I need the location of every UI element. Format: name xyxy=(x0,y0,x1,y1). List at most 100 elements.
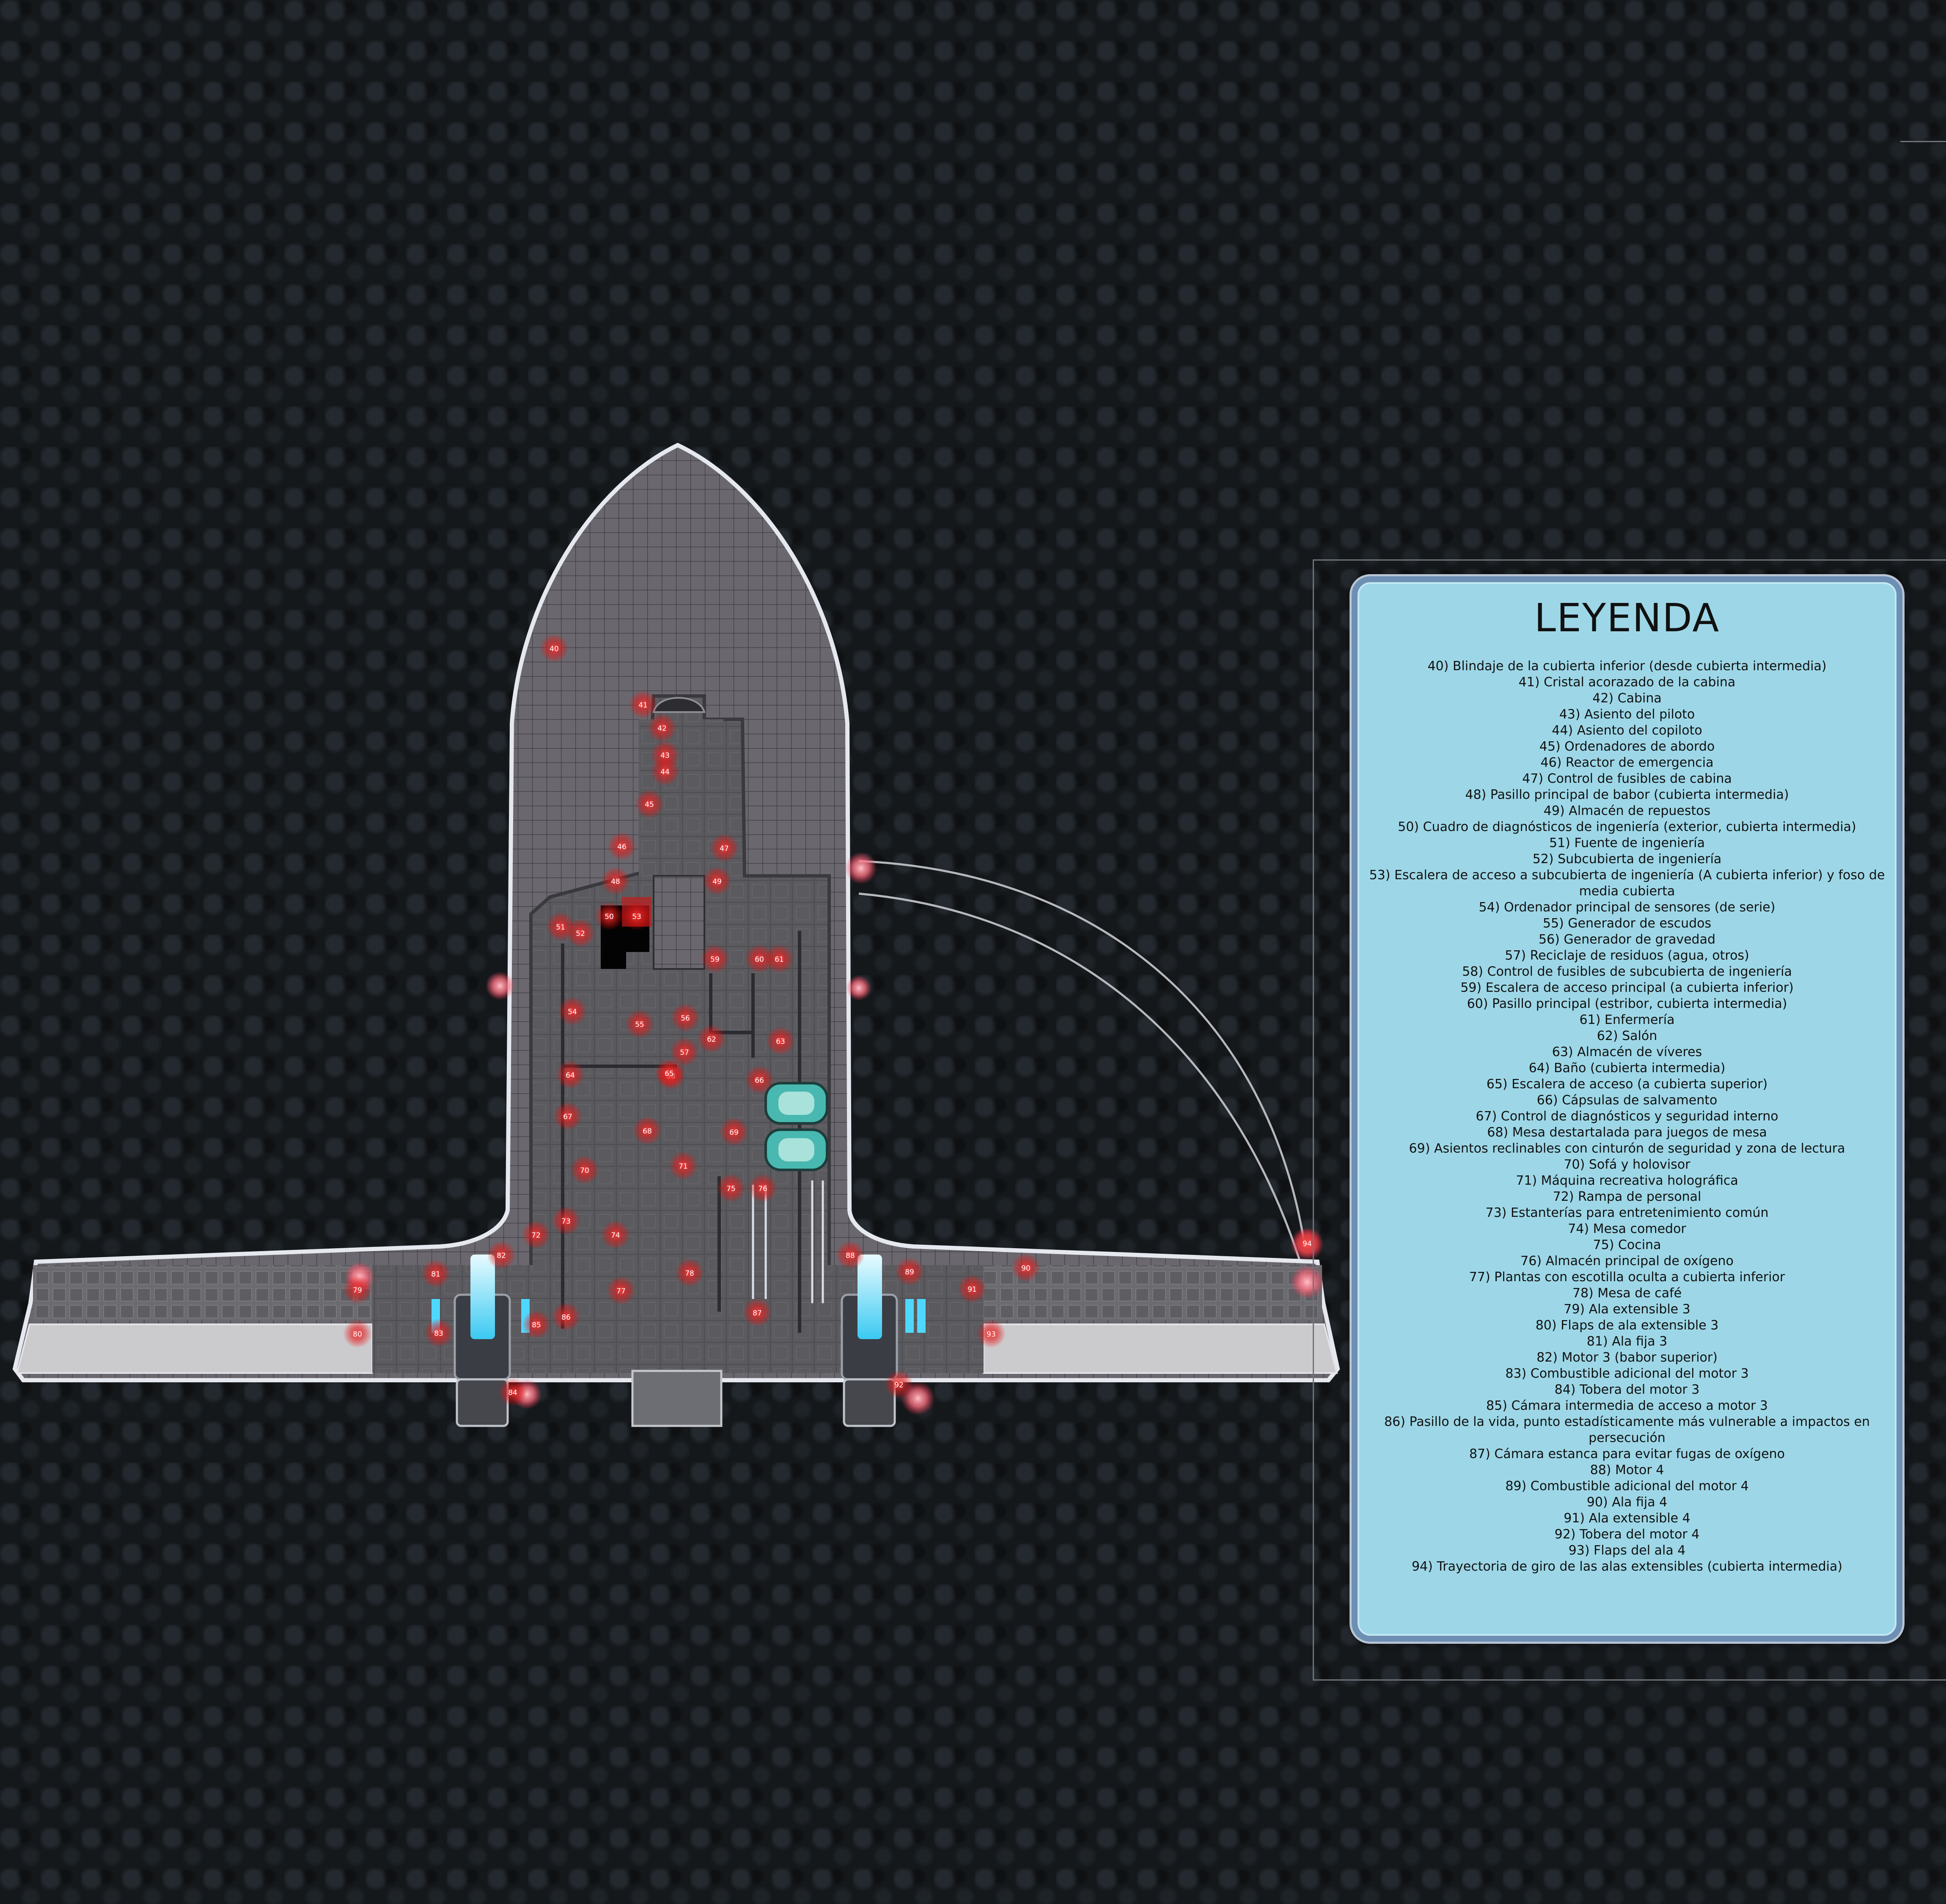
legend-item: 45) Ordenadores de abordo xyxy=(1539,739,1715,754)
marker-75: 75 xyxy=(717,1174,745,1202)
legend-item: 76) Almacén principal de oxígeno xyxy=(1520,1254,1734,1268)
marker-label: 93 xyxy=(987,1330,996,1339)
engine-4 xyxy=(841,1255,926,1427)
legend-item: 72) Rampa de personal xyxy=(1553,1189,1701,1204)
marker-glow xyxy=(629,690,657,719)
marker-44: 44 xyxy=(651,757,679,786)
marker-60: 60 xyxy=(745,944,774,973)
personnel-ramp xyxy=(631,1370,723,1427)
marker-glow xyxy=(958,1274,987,1303)
marker-glow xyxy=(558,997,587,1026)
marker-glow xyxy=(977,1319,1006,1348)
marker-53: 53 xyxy=(622,902,651,930)
oxygen-racks xyxy=(752,1180,824,1303)
legend-item: 40) Blindaje de la cubierta inferior (de… xyxy=(1427,659,1827,674)
marker-glow xyxy=(540,634,569,663)
legend-item: 57) Reciclaje de residuos (agua, otros) xyxy=(1505,948,1749,963)
marker-glow xyxy=(601,1220,630,1249)
marker-glow xyxy=(651,757,679,786)
marker-82: 82 xyxy=(487,1241,516,1269)
marker-glow xyxy=(607,1276,635,1305)
marker-46: 46 xyxy=(607,832,636,861)
marker-label: 90 xyxy=(1021,1264,1031,1273)
marker-70: 70 xyxy=(570,1156,599,1184)
marker-77: 77 xyxy=(607,1276,635,1305)
marker-label: 73 xyxy=(561,1217,571,1226)
marker-glow xyxy=(895,1257,924,1286)
legend-item: 47) Control de fusibles de cabina xyxy=(1522,771,1732,786)
wing-flap-right xyxy=(983,1323,1338,1374)
legend-item: 84) Tobera del motor 3 xyxy=(1554,1382,1700,1397)
marker-glow xyxy=(522,1220,550,1249)
legend-item: 59) Escalera de acceso principal (a cubi… xyxy=(1460,980,1794,995)
marker-glow xyxy=(885,1370,913,1399)
marker-52: 52 xyxy=(566,919,595,947)
marker-glow xyxy=(601,867,630,895)
legend-item: 63) Almacén de víveres xyxy=(1552,1045,1702,1059)
marker-label: 91 xyxy=(968,1285,977,1294)
legend-item: 77) Plantas con escotilla oculta a cubie… xyxy=(1469,1270,1785,1285)
marker-label: 94 xyxy=(1303,1240,1312,1248)
marker-glow xyxy=(697,1024,726,1053)
marker-68: 68 xyxy=(633,1116,662,1145)
marker-glow xyxy=(669,1151,698,1180)
marker-45: 45 xyxy=(635,790,664,818)
legend-item: 93) Flaps del ala 4 xyxy=(1568,1543,1686,1558)
legend-title: LEYENDA xyxy=(1534,595,1720,641)
legend-item: 82) Motor 3 (babor superior) xyxy=(1536,1350,1718,1365)
wing-tiles-left xyxy=(33,1265,380,1320)
marker-55: 55 xyxy=(625,1010,654,1038)
marker-glow xyxy=(701,944,729,973)
legend-item: 46) Reactor de emergencia xyxy=(1540,755,1714,770)
legend-item: 52) Subcubierta de ingeniería xyxy=(1532,852,1722,867)
marker-label: 80 xyxy=(353,1330,362,1339)
marker-49: 49 xyxy=(703,867,731,895)
marker-label: 71 xyxy=(679,1162,688,1171)
legend-item: 71) Máquina recreativa holográfica xyxy=(1516,1173,1738,1188)
marker-glow xyxy=(717,1174,745,1202)
marker-glow xyxy=(552,1302,580,1331)
legend-item: 68) Mesa destartalada para juegos de mes… xyxy=(1487,1125,1767,1140)
marker-label: 87 xyxy=(753,1309,762,1318)
legend-item: 44) Asiento del copiloto xyxy=(1552,723,1702,738)
marker-glow xyxy=(671,1003,700,1032)
marker-91: 91 xyxy=(958,1274,987,1303)
marker-glow xyxy=(635,790,664,818)
marker-label: 50 xyxy=(605,913,614,921)
marker-label: 74 xyxy=(611,1231,620,1240)
escape-pods xyxy=(764,1082,828,1171)
marker-84: 84 xyxy=(498,1378,527,1406)
marker-89: 89 xyxy=(895,1257,924,1286)
marker-label: 61 xyxy=(775,955,784,964)
marker-label: 44 xyxy=(660,768,670,776)
marker-glow xyxy=(487,1241,516,1269)
marker-label: 47 xyxy=(720,845,729,853)
engine-3 xyxy=(432,1255,530,1427)
marker-88: 88 xyxy=(836,1241,865,1269)
wing-rotation-arc-upper xyxy=(858,860,1306,1249)
marker-glow xyxy=(553,1102,582,1131)
legend-item: 86) Pasillo de la vida, punto estadístic… xyxy=(1384,1414,1870,1445)
marker-80: 80 xyxy=(343,1319,372,1348)
legend-item: 56) Generador de gravedad xyxy=(1538,932,1716,947)
marker-label: 45 xyxy=(645,801,654,809)
marker-label: 66 xyxy=(755,1076,764,1085)
legend-item: 80) Flaps de ala extensible 3 xyxy=(1535,1318,1719,1333)
marker-label: 78 xyxy=(685,1269,694,1278)
marker-glow xyxy=(566,919,595,947)
marker-label: 75 xyxy=(726,1185,736,1193)
marker-glow xyxy=(343,1319,372,1348)
marker-62: 62 xyxy=(697,1024,726,1053)
marker-66: 66 xyxy=(745,1065,774,1094)
marker-label: 57 xyxy=(680,1048,689,1057)
marker-glow xyxy=(670,1037,699,1066)
marker-94: 94 xyxy=(1293,1229,1322,1257)
legend-item: 87) Cámara estanca para evitar fugas de … xyxy=(1469,1447,1785,1461)
marker-93: 93 xyxy=(977,1319,1006,1348)
marker-59: 59 xyxy=(701,944,729,973)
marker-label: 69 xyxy=(729,1128,739,1137)
marker-glow xyxy=(703,867,731,895)
legend-panel: LEYENDA 40) Blindaje de la cubierta infe… xyxy=(1352,576,1902,1642)
marker-glow xyxy=(745,944,774,973)
